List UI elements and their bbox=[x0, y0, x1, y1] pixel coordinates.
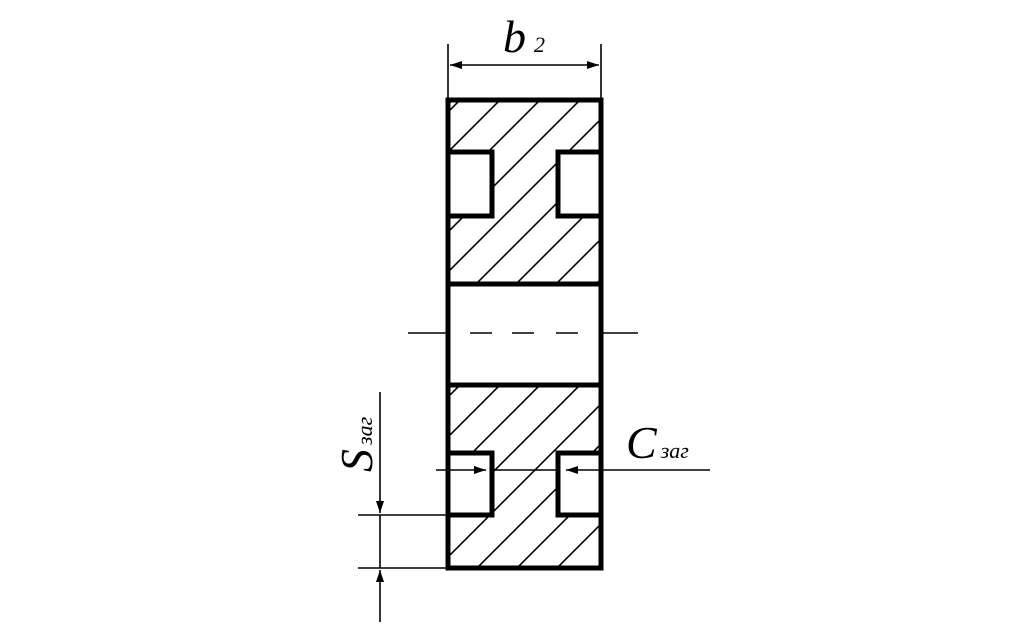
hatching-lower-section bbox=[448, 385, 601, 568]
thickness-dimension-label: Sзаг bbox=[331, 416, 382, 472]
width-dimension bbox=[447, 44, 602, 98]
part-outline bbox=[445, 97, 604, 571]
thickness-dimension bbox=[358, 392, 446, 622]
hatching-upper-section bbox=[448, 100, 601, 284]
